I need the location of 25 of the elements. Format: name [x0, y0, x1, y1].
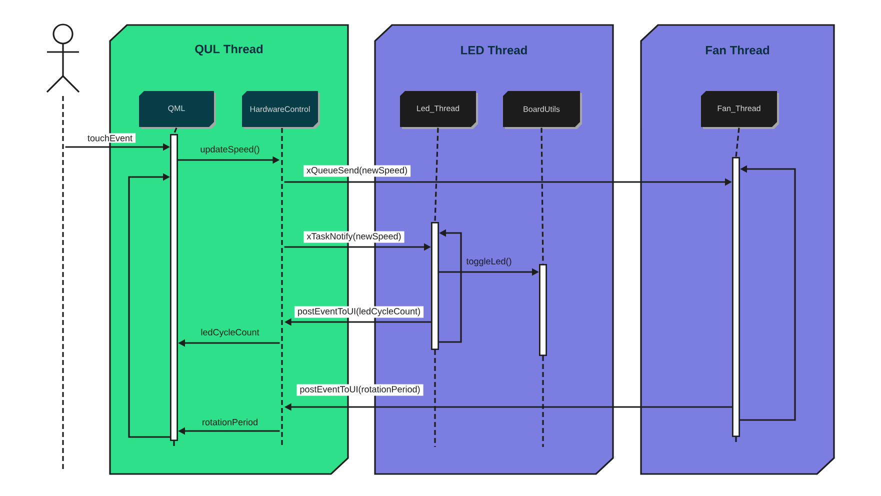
participant-box: Fan_Thread	[701, 91, 779, 129]
activation-bar	[170, 134, 178, 441]
lifeline	[173, 128, 178, 134]
lifeline	[434, 128, 439, 222]
message-arrow	[128, 173, 170, 438]
edge-label: toggleLed()	[466, 258, 512, 266]
activation-bar	[732, 157, 740, 437]
edge-label: updateSpeed()	[200, 146, 260, 154]
participant-box: QML	[139, 91, 216, 129]
edge-label: ledCycleCount	[201, 328, 260, 338]
edge-label: postEventToUI(ledCycleCount)	[294, 306, 424, 318]
activation-bar	[431, 222, 439, 350]
edge-label: postEventToUI(rotationPeriod)	[296, 384, 424, 396]
edge-label: xQueueSend(newSpeed)	[303, 165, 411, 177]
edge-label: rotationPeriod	[202, 418, 258, 426]
lifeline	[735, 128, 740, 158]
participant-box: Led_Thread	[400, 91, 478, 129]
participant-box: BoardUtils	[503, 91, 582, 129]
actor-figure	[46, 24, 80, 93]
edge-label: touchEvent	[84, 133, 136, 143]
activation-bar	[539, 264, 547, 356]
lifeline	[62, 96, 64, 472]
lifeline	[281, 128, 283, 447]
participant-box: HardwareControl	[242, 91, 320, 129]
edge-label: xTaskNotify(newSpeed)	[304, 231, 404, 243]
